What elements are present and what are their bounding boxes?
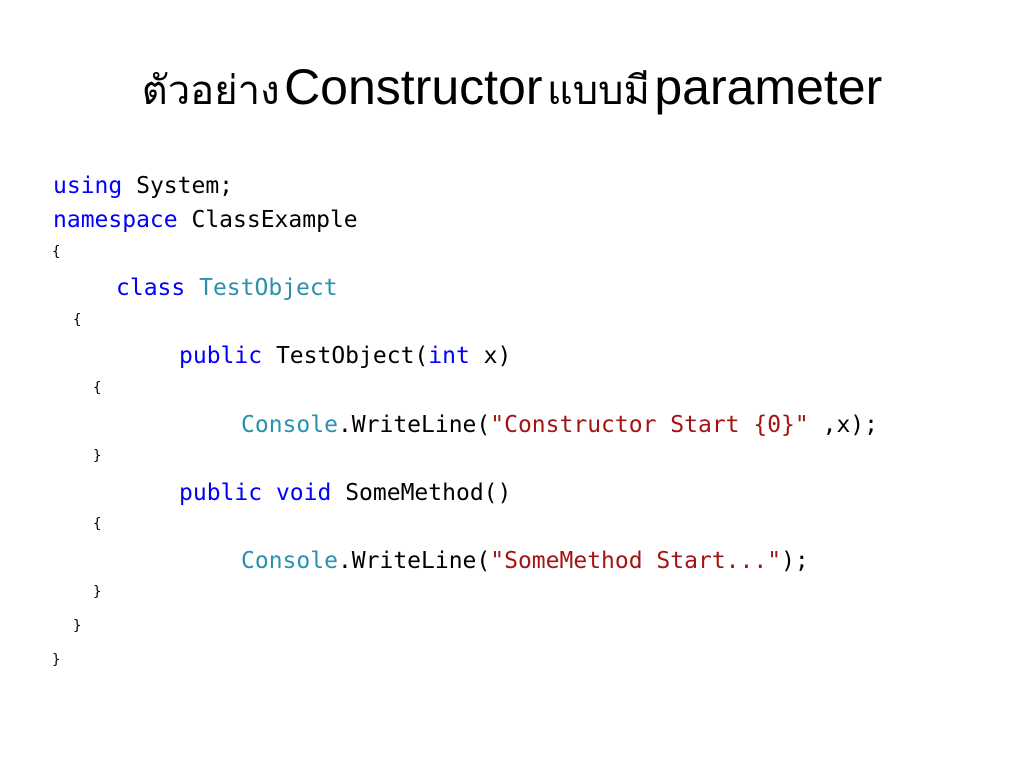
brace-close-method: } bbox=[93, 584, 102, 600]
code-text bbox=[185, 275, 199, 301]
keyword-void: void bbox=[275, 480, 332, 506]
code-line-constructor: public TestObject(int x) bbox=[179, 341, 511, 371]
code-line-namespace: namespace ClassExample bbox=[53, 205, 358, 235]
keyword-namespace: namespace bbox=[53, 207, 178, 233]
code-text: System; bbox=[122, 173, 234, 199]
slide-title: ตัวอย่าง Constructor แบบมี parameter bbox=[0, 58, 1024, 122]
brace-open-class: { bbox=[73, 312, 82, 328]
brace-open-constructor: { bbox=[93, 380, 102, 396]
type-console: Console bbox=[241, 412, 338, 438]
code-text: .WriteLine( bbox=[337, 412, 491, 438]
code-text bbox=[262, 480, 276, 506]
code-text: ); bbox=[781, 548, 809, 574]
title-parameter: parameter bbox=[654, 59, 883, 115]
type-console: Console bbox=[241, 548, 338, 574]
brace-close-constructor: } bbox=[93, 448, 102, 464]
title-thai-with: แบบมี bbox=[546, 68, 650, 114]
code-line-somemethod: public void SomeMethod() bbox=[179, 478, 511, 508]
code-line-class: class TestObject bbox=[116, 273, 338, 303]
code-text: x) bbox=[469, 343, 512, 369]
code-text: ClassExample bbox=[177, 207, 358, 233]
title-thai-example: ตัวอย่าง bbox=[141, 68, 280, 114]
brace-open-method: { bbox=[93, 516, 102, 532]
brace-close-namespace: } bbox=[52, 652, 61, 668]
keyword-using: using bbox=[53, 173, 123, 199]
code-line-using: using System; bbox=[53, 171, 233, 201]
code-text: .WriteLine( bbox=[337, 548, 491, 574]
code-line-writeline-method: Console.WriteLine("SomeMethod Start...")… bbox=[241, 546, 809, 576]
keyword-public: public bbox=[179, 343, 263, 369]
keyword-class: class bbox=[116, 275, 186, 301]
title-constructor: Constructor bbox=[284, 59, 543, 115]
code-line-writeline-constructor: Console.WriteLine("Constructor Start {0}… bbox=[241, 410, 878, 440]
code-text: SomeMethod() bbox=[331, 480, 512, 506]
string-literal: "Constructor Start {0}" bbox=[490, 412, 809, 438]
keyword-public: public bbox=[179, 480, 263, 506]
keyword-int: int bbox=[428, 343, 470, 369]
type-testobject: TestObject bbox=[199, 275, 338, 301]
code-text: ,x); bbox=[808, 412, 879, 438]
string-literal: "SomeMethod Start..." bbox=[490, 548, 782, 574]
brace-open-namespace: { bbox=[52, 244, 61, 260]
code-text: TestObject( bbox=[262, 343, 429, 369]
brace-close-class: } bbox=[73, 618, 82, 634]
